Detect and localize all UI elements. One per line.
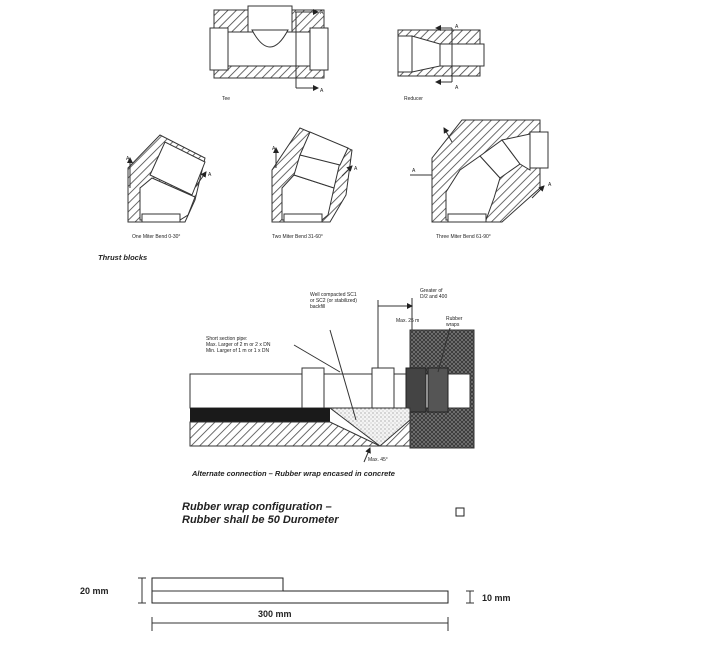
one-miter-mark-a: A	[126, 156, 130, 162]
rubber-wrap-title-2: Rubber shall be 50 Durometer	[182, 514, 339, 526]
short-pipe-label-2: Max. Larger of 2 m or 2 x DN	[206, 342, 271, 348]
three-miter-label: Three Miter Bend 61-90°	[436, 234, 491, 240]
tee-section-mark-top: A	[320, 10, 324, 16]
greater-label-2: D/2 and 400	[420, 294, 447, 300]
alternate-connection-panel: Well compacted SC1 or SC2 (or stabilized…	[189, 288, 475, 478]
two-miter-mark-b: A	[354, 166, 358, 172]
joint-coupling	[371, 367, 395, 409]
backfill-leader	[329, 329, 357, 421]
rubber-wrap-panel: Rubber wrap configuration – Rubber shall…	[80, 501, 511, 631]
backfill-label-3: backfill	[310, 304, 325, 310]
short-pipe-label-3: Min. Larger of 1 m or 1 x DN	[206, 348, 269, 354]
three-miter-mark-a: A	[412, 168, 416, 174]
backfill-label-1: Well compacted SC1	[310, 292, 357, 298]
rubber-label-2: wraps	[446, 322, 460, 328]
short-pipe-label-1: Short section pipe:	[206, 336, 247, 342]
three-miter-mark-b: A	[548, 182, 552, 188]
checkbox-marker	[455, 507, 465, 517]
rubber-wrap-title-1: Rubber wrap configuration –	[182, 501, 332, 513]
max-25-label: Max. 25 m	[396, 318, 419, 324]
reducer-section-mark-top: A	[455, 24, 459, 30]
dim-left-label: 20 mm	[80, 586, 109, 596]
two-miter-label: Two Miter Bend 31-60°	[272, 234, 323, 240]
reducer-label: Reducer	[404, 96, 423, 102]
rubber-wrap-2	[427, 367, 449, 413]
foundation	[189, 421, 381, 447]
thrust-blocks-panel: A A Tee A A Reducer A A One M	[98, 5, 552, 262]
greater-label-1: Greater of	[420, 288, 443, 294]
thrust-blocks-caption: Thrust blocks	[98, 253, 147, 262]
one-miter-bend-drawing: A A One Miter Bend 0-30°	[126, 134, 212, 240]
alternate-connection-caption: Alternate connection – Rubber wrap encas…	[191, 469, 395, 478]
tee-section-mark-bottom: A	[320, 88, 324, 94]
one-miter-mark-b: A	[208, 172, 212, 178]
bedding-layer	[190, 408, 330, 422]
short-section-pipe	[301, 367, 325, 409]
max-angle-arrow	[363, 447, 371, 463]
dim-right-label: 10 mm	[482, 593, 511, 603]
foundation-edge	[378, 418, 411, 447]
two-miter-mark-a: A	[272, 146, 276, 152]
reducer-section-mark-bottom: A	[455, 85, 459, 91]
two-miter-bend-drawing: A A Two Miter Bend 31-60°	[271, 127, 358, 240]
backfill-label-2: or SC2 (or stabilized)	[310, 298, 357, 304]
rubber-wrap-1	[405, 367, 427, 413]
tee-drawing: A A Tee	[209, 5, 329, 102]
max-angle-label: Max. 45°	[368, 457, 388, 463]
rubber-label-1: Rubber	[446, 316, 463, 322]
three-miter-bend-drawing: A A Three Miter Bend 61-90°	[410, 119, 552, 240]
rubber-leader	[437, 327, 451, 373]
short-pipe-leader	[293, 344, 341, 373]
dim-length-label: 300 mm	[258, 609, 292, 619]
tee-label: Tee	[222, 96, 230, 102]
one-miter-label: One Miter Bend 0-30°	[132, 234, 180, 240]
rubber-wrap-profile	[151, 577, 449, 604]
reducer-drawing: A A Reducer	[397, 24, 485, 102]
